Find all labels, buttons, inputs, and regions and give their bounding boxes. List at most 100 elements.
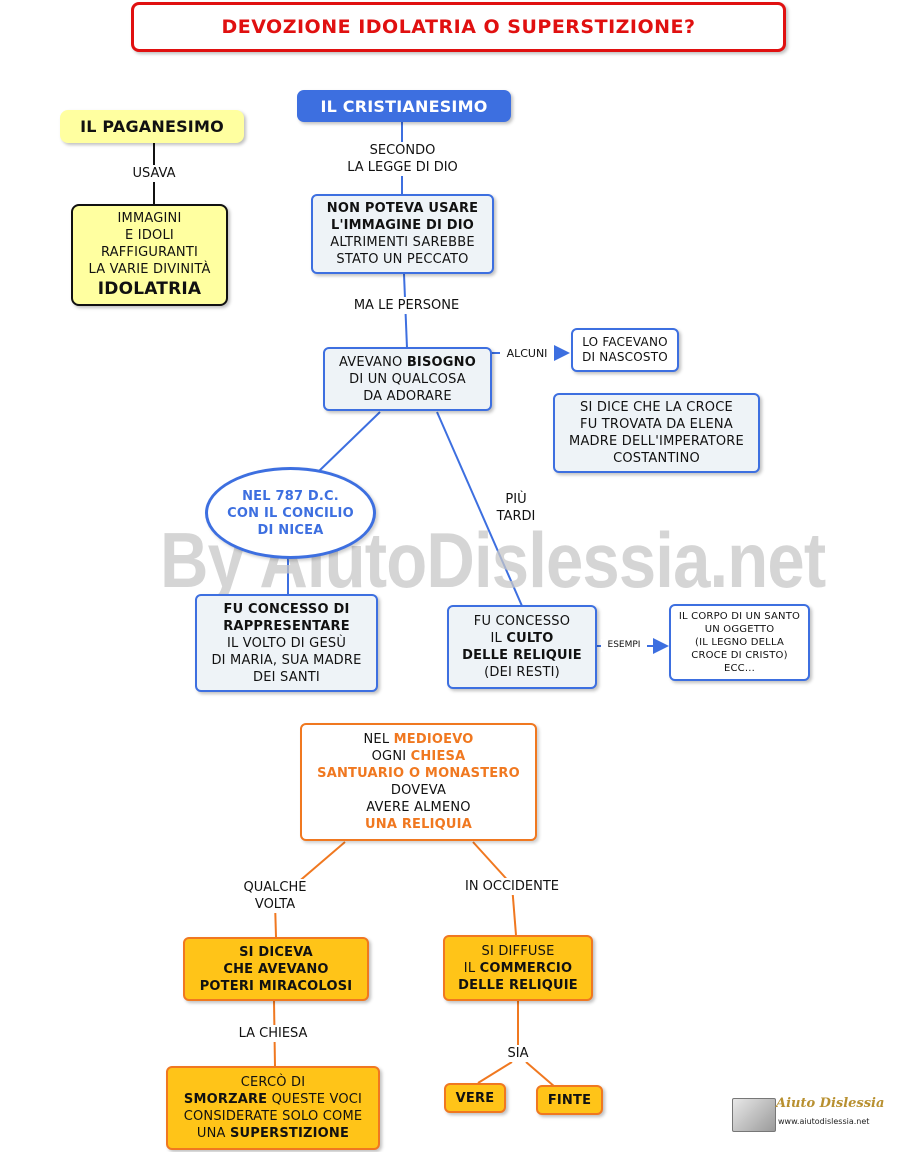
commercio-2-bold: COMMERCIO xyxy=(479,960,573,976)
immagine-dio-1: NON POTEVA USARE xyxy=(326,201,479,216)
rappresentare-1: FU CONCESSO DI xyxy=(223,601,350,617)
box-idolatria: IMMAGINI E IDOLI RAFFIGURANTI LA VARIE D… xyxy=(71,204,228,306)
medioevo-1-or: MEDIOEVO xyxy=(393,732,474,747)
link-la-chiesa-text: LA CHIESA xyxy=(238,1026,308,1041)
commercio-3: DELLE RELIQUIE xyxy=(458,977,578,993)
link-ma-le-persone-text: MA LE PERSONE xyxy=(353,298,460,313)
rappresentare-5: DEI SANTI xyxy=(253,669,320,685)
page-title: DEVOZIONE IDOLATRIA O SUPERSTIZIONE? xyxy=(131,2,786,52)
bisogno-1: AVEVANO BISOGNO xyxy=(339,354,476,371)
cerco-2: SMORZARE QUESTE VOCI xyxy=(184,1091,362,1108)
medioevo-2: OGNI CHIESA xyxy=(372,748,466,765)
immagine-dio-2: L'IMMAGINE DI DIO xyxy=(330,218,475,233)
line-occidente xyxy=(472,841,513,886)
box-croce: SI DICE CHE LA CROCE FU TROVATA DA ELENA… xyxy=(553,393,760,473)
cerco-3: CONSIDERATE SOLO COME xyxy=(183,1109,363,1124)
bisogno-3: DA ADORARE xyxy=(363,388,452,404)
rappresentare-4: DI MARIA, SUA MADRE xyxy=(211,652,362,668)
rappresentare-3: IL VOLTO DI GESÙ xyxy=(226,635,347,651)
cerco-1: CERCÒ DI xyxy=(240,1075,306,1090)
box-finte: FINTE xyxy=(536,1085,603,1115)
idolatria-line-2: E IDOLI xyxy=(125,228,174,243)
esempi-3: (IL LEGNO DELLA xyxy=(694,637,784,648)
culto-1: FU CONCESSO xyxy=(473,614,571,629)
culto-4: (DEI RESTI) xyxy=(484,665,560,680)
cerco-4-pre: UNA xyxy=(196,1126,230,1141)
paganesimo-header-text: IL PAGANESIMO xyxy=(80,117,224,136)
nascosto-1: LO FACEVANO xyxy=(582,335,668,349)
line-piu-tardi xyxy=(436,411,523,607)
link-sia: SIA xyxy=(500,1045,536,1062)
link-in-occidente: IN OCCIDENTE xyxy=(453,878,571,895)
box-rappresentare: FU CONCESSO DI RAPPRESENTARE IL VOLTO DI… xyxy=(195,594,378,692)
medioevo-4: DOVEVA xyxy=(390,783,447,798)
link-sia-text: SIA xyxy=(507,1046,529,1061)
link-esempi: ESEMPI xyxy=(601,639,647,652)
paganesimo-header: IL PAGANESIMO xyxy=(60,110,244,143)
box-vere: VERE xyxy=(444,1083,506,1113)
box-poteri: SI DICEVA CHE AVEVANO POTERI MIRACOLOSI xyxy=(183,937,369,1001)
cerco-2-bold: SMORZARE xyxy=(183,1092,268,1107)
link-in-occidente-text: IN OCCIDENTE xyxy=(464,879,559,894)
link-secondo: SECONDO LA LEGGE DI DIO xyxy=(330,142,475,176)
link-alcuni: ALCUNI xyxy=(500,345,554,362)
finte-text: FINTE xyxy=(547,1092,592,1108)
link-qualche-volta: QUALCHE VOLTA xyxy=(232,879,318,913)
box-bisogno: AVEVANO BISOGNO DI UN QUALCOSA DA ADORAR… xyxy=(323,347,492,411)
link-alcuni-text: ALCUNI xyxy=(506,347,548,360)
piu-2: TARDI xyxy=(496,509,536,524)
bisogno-bold: BISOGNO xyxy=(406,354,476,370)
box-nascosto: LO FACEVANO DI NASCOSTO xyxy=(571,328,679,372)
nicea-2: CON IL CONCILIO xyxy=(227,505,354,521)
box-cerco: CERCÒ DI SMORZARE QUESTE VOCI CONSIDERAT… xyxy=(166,1066,380,1150)
box-esempi: IL CORPO DI UN SANTO UN OGGETTO (IL LEGN… xyxy=(669,604,810,681)
croce-4: COSTANTINO xyxy=(613,451,700,466)
qualche-2: VOLTA xyxy=(254,897,296,912)
piu-1: PIÙ xyxy=(505,492,527,507)
medioevo-1: NEL MEDIOEVO xyxy=(364,731,474,748)
line-vere xyxy=(477,1061,513,1084)
culto-2-bold: CULTO xyxy=(506,631,554,646)
link-ma-le-persone: MA LE PERSONE xyxy=(340,297,473,314)
immagine-dio-4: STATO UN PECCATO xyxy=(336,252,469,267)
cerco-2-rest: QUESTE VOCI xyxy=(267,1092,363,1107)
box-medioevo: NEL MEDIOEVO OGNI CHIESA SANTUARIO O MON… xyxy=(300,723,537,841)
logo-name: Aiuto Dislessia xyxy=(776,1096,885,1111)
nascosto-2: DI NASCOSTO xyxy=(582,350,668,364)
croce-3: MADRE DELL'IMPERATORE xyxy=(569,434,744,449)
esempi-4: CROCE DI CRISTO) xyxy=(691,650,788,661)
idolatria-line-4: LA VARIE DIVINITÀ xyxy=(88,262,211,277)
commercio-2-pre: IL xyxy=(463,960,480,976)
immagine-dio-3: ALTRIMENTI SAREBBE xyxy=(330,235,475,250)
esempi-5: ECC... xyxy=(723,663,756,674)
nicea-1: NEL 787 D.C. xyxy=(242,488,339,504)
logo-url: www.aiutodislessia.net xyxy=(778,1117,870,1126)
link-usava: USAVA xyxy=(124,165,184,182)
cerco-4-bold: SUPERSTIZIONE xyxy=(229,1126,350,1141)
medioevo-2-or: CHIESA xyxy=(410,749,466,764)
line-finte xyxy=(525,1061,556,1088)
commercio-2: IL COMMERCIO xyxy=(464,960,572,977)
poteri-2: CHE AVEVANO xyxy=(223,961,329,977)
link-piu-tardi: PIÙ TARDI xyxy=(488,491,544,525)
medioevo-2-pre: OGNI xyxy=(371,749,411,764)
culto-2-pre: IL xyxy=(490,631,507,646)
box-commercio: SI DIFFUSE IL COMMERCIO DELLE RELIQUIE xyxy=(443,935,593,1001)
idolatria-line-1: IMMAGINI xyxy=(117,211,182,226)
box-culto-reliquie: FU CONCESSO IL CULTO DELLE RELIQUIE (DEI… xyxy=(447,605,597,689)
book-icon xyxy=(732,1098,776,1132)
cristianesimo-header-text: IL CRISTIANESIMO xyxy=(320,96,488,116)
esempi-2: UN OGGETTO xyxy=(704,624,775,635)
rappresentare-2: RAPPRESENTARE xyxy=(223,618,350,634)
qualche-1: QUALCHE xyxy=(243,880,307,895)
nicea-3: DI NICEA xyxy=(257,522,324,538)
ellipse-nicea: NEL 787 D.C. CON IL CONCILIO DI NICEA xyxy=(205,467,376,559)
croce-1: SI DICE CHE LA CROCE xyxy=(580,400,733,415)
link-la-chiesa: LA CHIESA xyxy=(228,1025,318,1042)
medioevo-6: UNA RELIQUIA xyxy=(365,817,472,832)
link-secondo-1: SECONDO xyxy=(369,143,436,158)
cerco-4: UNA SUPERSTIZIONE xyxy=(197,1125,349,1142)
page-title-text: DEVOZIONE IDOLATRIA O SUPERSTIZIONE? xyxy=(221,15,696,38)
idolatria-line-3: RAFFIGURANTI xyxy=(100,245,199,260)
medioevo-5: AVERE ALMENO xyxy=(366,800,471,815)
